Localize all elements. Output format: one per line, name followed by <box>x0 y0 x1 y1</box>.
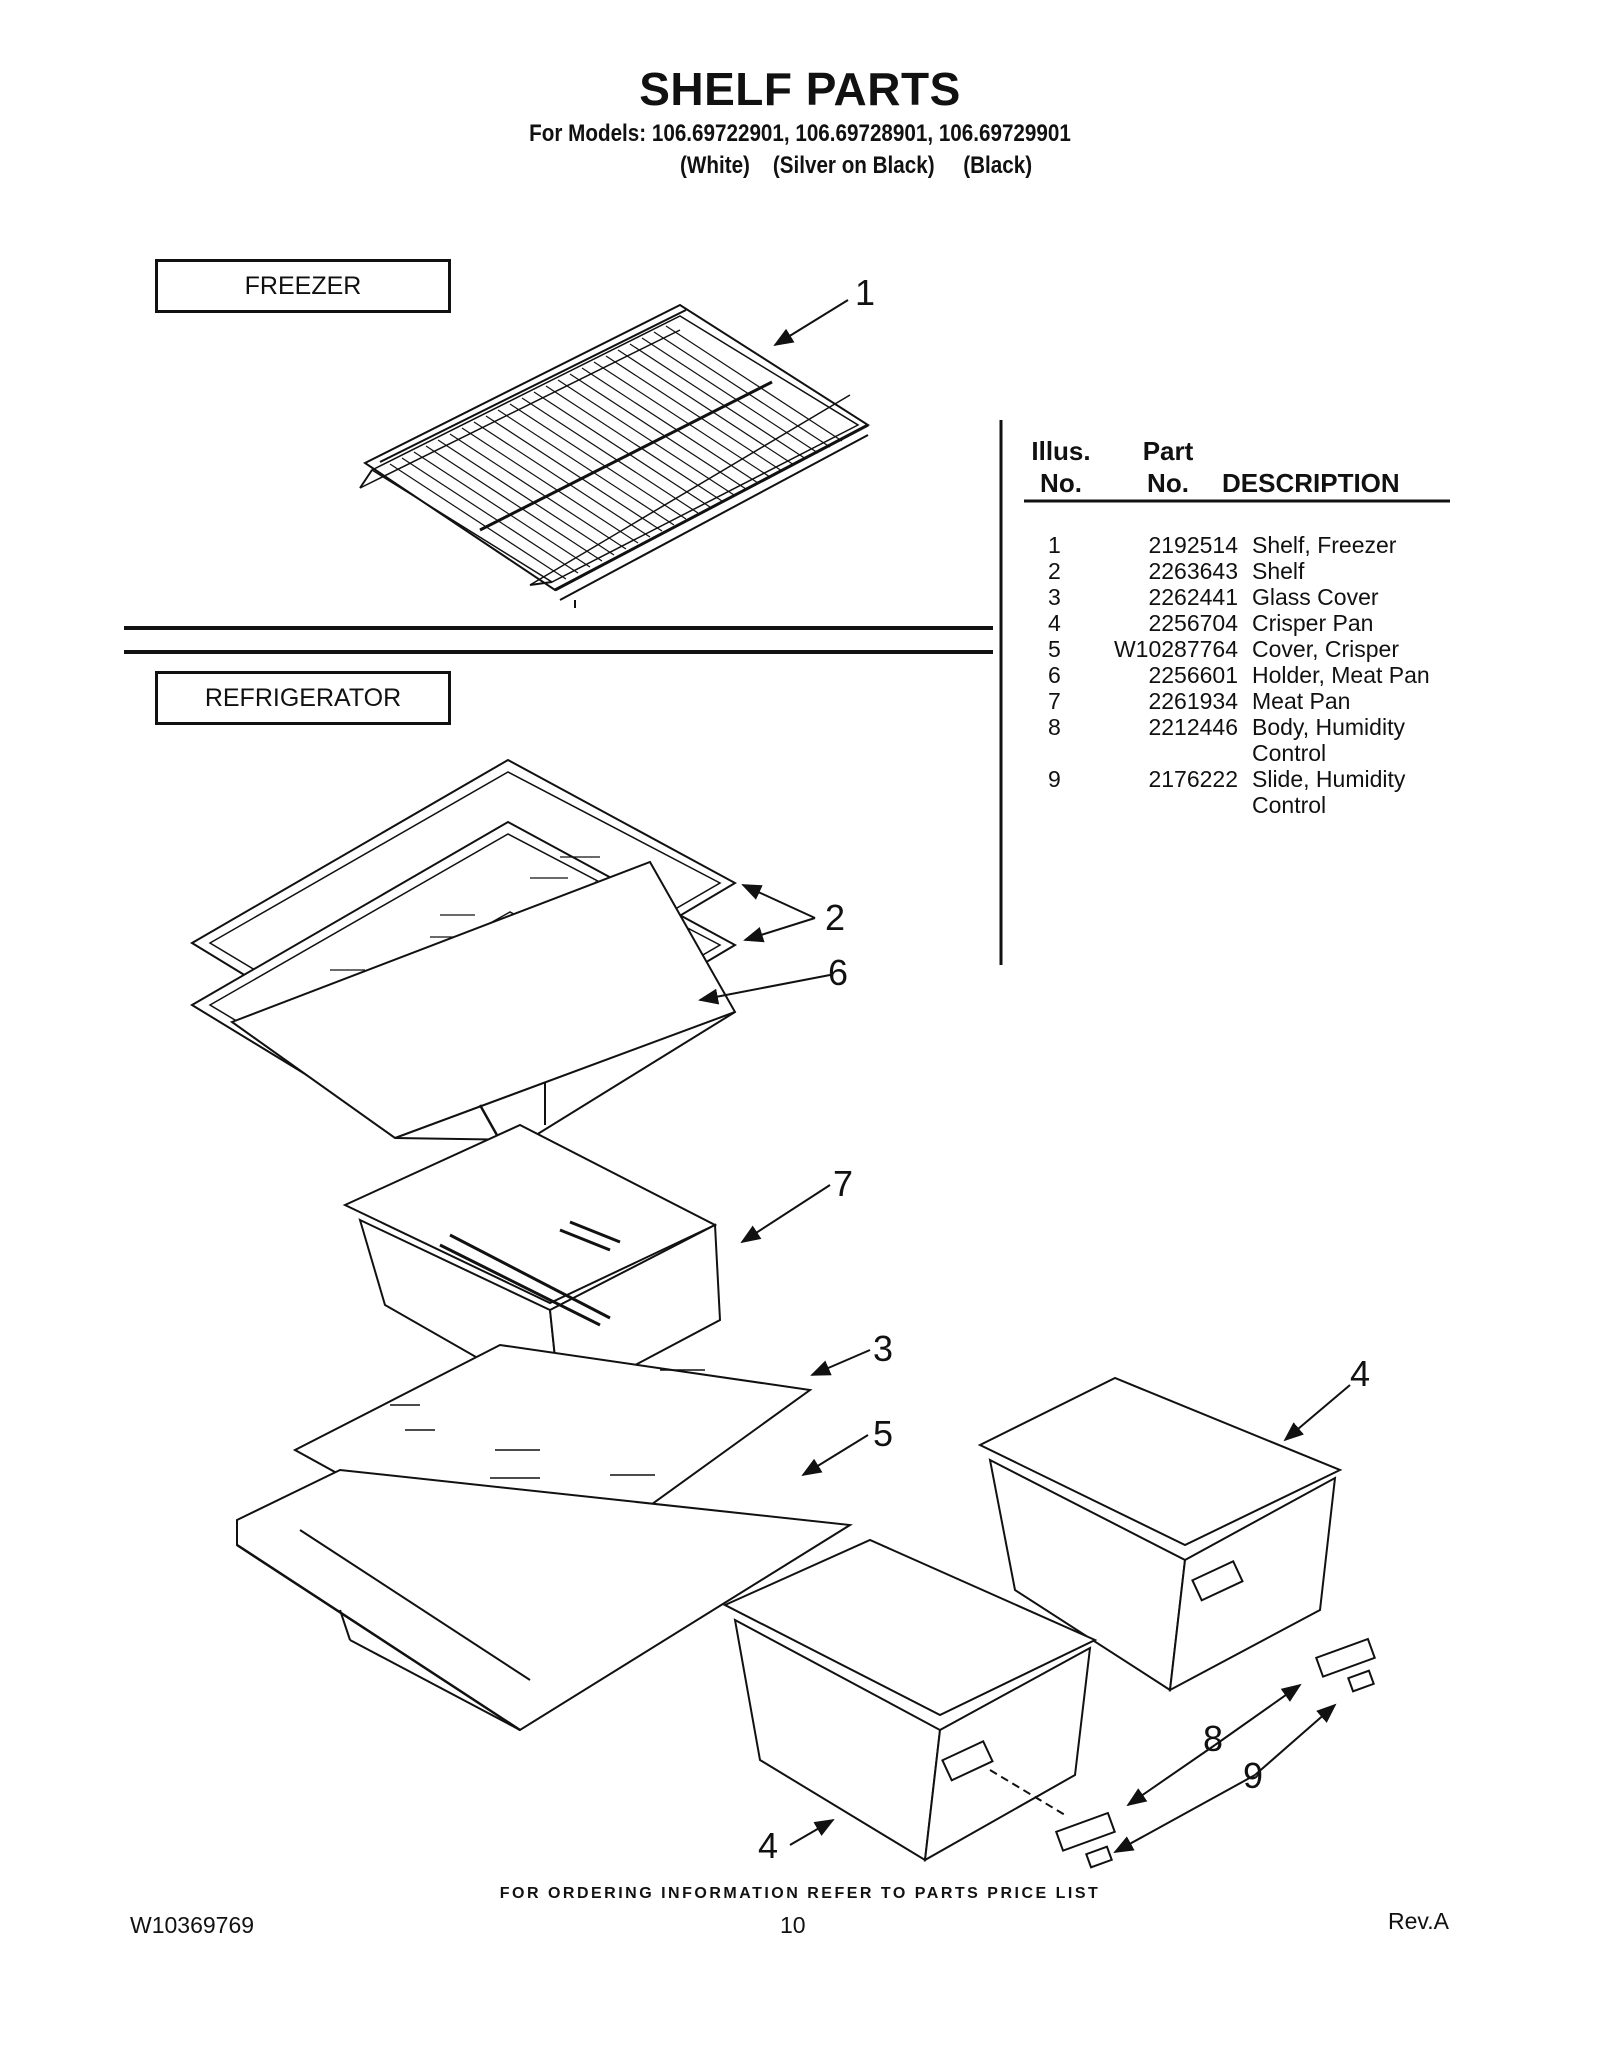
callout-4-left: 4 <box>758 1825 779 1866</box>
freezer-label-text: FREEZER <box>244 271 362 300</box>
callout-1: 1 <box>855 272 876 313</box>
table-row: 1 2192514 Shelf, Freezer <box>1030 532 1482 558</box>
header-part-line2: No. <box>1147 468 1189 498</box>
part-description: Shelf, Freezer <box>1252 532 1397 558</box>
callout-3: 3 <box>873 1328 894 1369</box>
illus-number: 9 <box>1048 766 1061 792</box>
part-description: Slide, Humidity Control <box>1252 766 1406 818</box>
illus-number: 6 <box>1048 662 1061 688</box>
part-description: Shelf <box>1252 558 1305 584</box>
callout-6: 6 <box>828 952 849 993</box>
illus-number: 1 <box>1048 532 1061 558</box>
callout-2: 2 <box>825 897 846 938</box>
part-number: 2261934 <box>1148 688 1238 714</box>
humidity-control-pieces-8-9 <box>1054 1637 1377 1869</box>
table-row: 9 2176222 Slide, Humidity Control <box>1030 766 1482 818</box>
crisper-pan-right-part-4 <box>977 1376 1343 1692</box>
illus-number: 3 <box>1048 584 1061 610</box>
header-illus-line1: Illus. <box>1031 436 1091 466</box>
refrigerator-section-label: REFRIGERATOR <box>155 671 451 725</box>
refrigerator-label-text: REFRIGERATOR <box>204 683 402 712</box>
part-description: Holder, Meat Pan <box>1252 662 1430 688</box>
illus-number: 5 <box>1048 636 1061 662</box>
parts-list-table: 1 2192514 Shelf, Freezer 2 2263643 Shelf 3 22… <box>1030 532 1482 818</box>
illus-number: 2 <box>1048 558 1061 584</box>
table-row: 7 2261934 Meat Pan <box>1030 688 1482 714</box>
document-number: W10369769 <box>130 1912 255 1938</box>
part-number: 2256601 <box>1148 662 1238 688</box>
callout-5: 5 <box>873 1413 894 1454</box>
part-number: 2263643 <box>1148 558 1238 584</box>
callout-4-right: 4 <box>1350 1353 1371 1394</box>
freezer-section-label: FREEZER <box>155 259 451 313</box>
part-number: 2256704 <box>1148 610 1238 636</box>
callout-8: 8 <box>1203 1718 1224 1759</box>
part-description: Meat Pan <box>1252 688 1351 714</box>
header-part-line1: Part <box>1142 436 1194 466</box>
table-row: 8 2212446 Body, Humidity Control <box>1030 714 1482 766</box>
table-row: 4 2256704 Crisper Pan <box>1030 610 1482 636</box>
illus-number: 8 <box>1048 714 1061 740</box>
ordering-note: FOR ORDERING INFORMATION REFER TO PARTS … <box>499 1885 1101 1902</box>
part-number: 2262441 <box>1148 584 1238 610</box>
part-description: Cover, Crisper <box>1252 636 1399 662</box>
page-number: 10 <box>780 1912 806 1938</box>
part-description: Glass Cover <box>1252 584 1379 610</box>
header-illus-line2: No. <box>1040 468 1082 498</box>
crisper-pan-left-part-4 <box>722 1538 1098 1862</box>
table-row: 3 2262441 Glass Cover <box>1030 584 1482 610</box>
part-number: W10287764 <box>1113 636 1238 662</box>
part-number: 2176222 <box>1148 766 1238 792</box>
crisper-cover-part-5 <box>236 1468 853 1732</box>
revision-label: Rev.A <box>1388 1908 1449 1934</box>
part-number: 2212446 <box>1148 714 1238 740</box>
freezer-wire-shelf-part-1 <box>359 303 870 608</box>
header-description: DESCRIPTION <box>1222 468 1400 498</box>
variants-line: (White) (Silver on Black) (Black) <box>680 152 1033 179</box>
part-description: Body, Humidity Control <box>1252 714 1405 766</box>
callout-9: 9 <box>1243 1755 1264 1796</box>
table-row: 2 2263643 Shelf <box>1030 558 1482 584</box>
illus-number: 7 <box>1048 688 1061 714</box>
table-row: 5 W10287764 Cover, Crisper <box>1030 636 1482 662</box>
part-description: Crisper Pan <box>1252 610 1374 636</box>
illus-number: 4 <box>1048 610 1061 636</box>
page-title: SHELF PARTS <box>639 63 961 115</box>
part-number: 2192514 <box>1148 532 1238 558</box>
callout-7: 7 <box>833 1163 854 1204</box>
table-row: 6 2256601 Holder, Meat Pan <box>1030 662 1482 688</box>
models-line: For Models: 106.69722901, 106.69728901, … <box>529 120 1071 147</box>
